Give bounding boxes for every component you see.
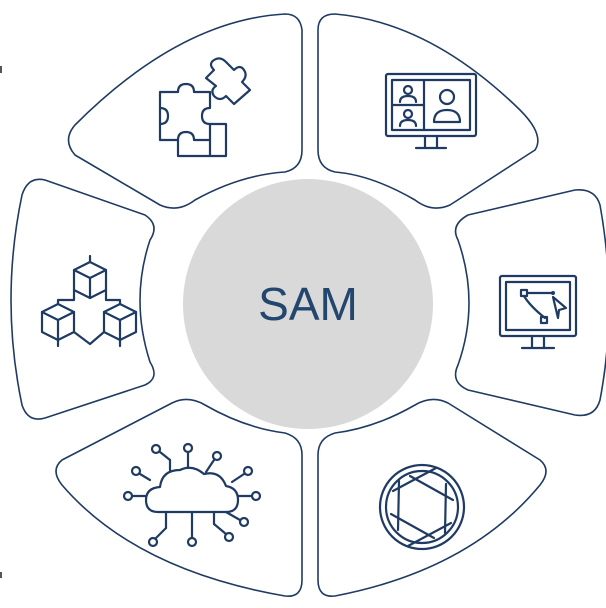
center-node: SAM [183, 179, 433, 429]
edge-mark-top [0, 66, 2, 73]
camera-aperture-icon [378, 463, 466, 551]
cloud-network-icon [122, 442, 262, 548]
segment-puzzle [67, 13, 303, 209]
edge-mark-bottom [0, 572, 2, 578]
segment-camera-aperture [317, 398, 547, 597]
center-label: SAM [258, 278, 358, 330]
puzzle-pieces-icon [158, 57, 252, 158]
video-conference-monitor-icon [384, 72, 478, 150]
design-monitor-icon [498, 274, 578, 350]
segment-blockchain-cubes [10, 178, 155, 420]
segment-video-conference [317, 13, 539, 209]
blockchain-cubes-icon [40, 254, 138, 348]
segment-cloud-network [55, 398, 303, 597]
segment-design-monitor [454, 188, 606, 417]
